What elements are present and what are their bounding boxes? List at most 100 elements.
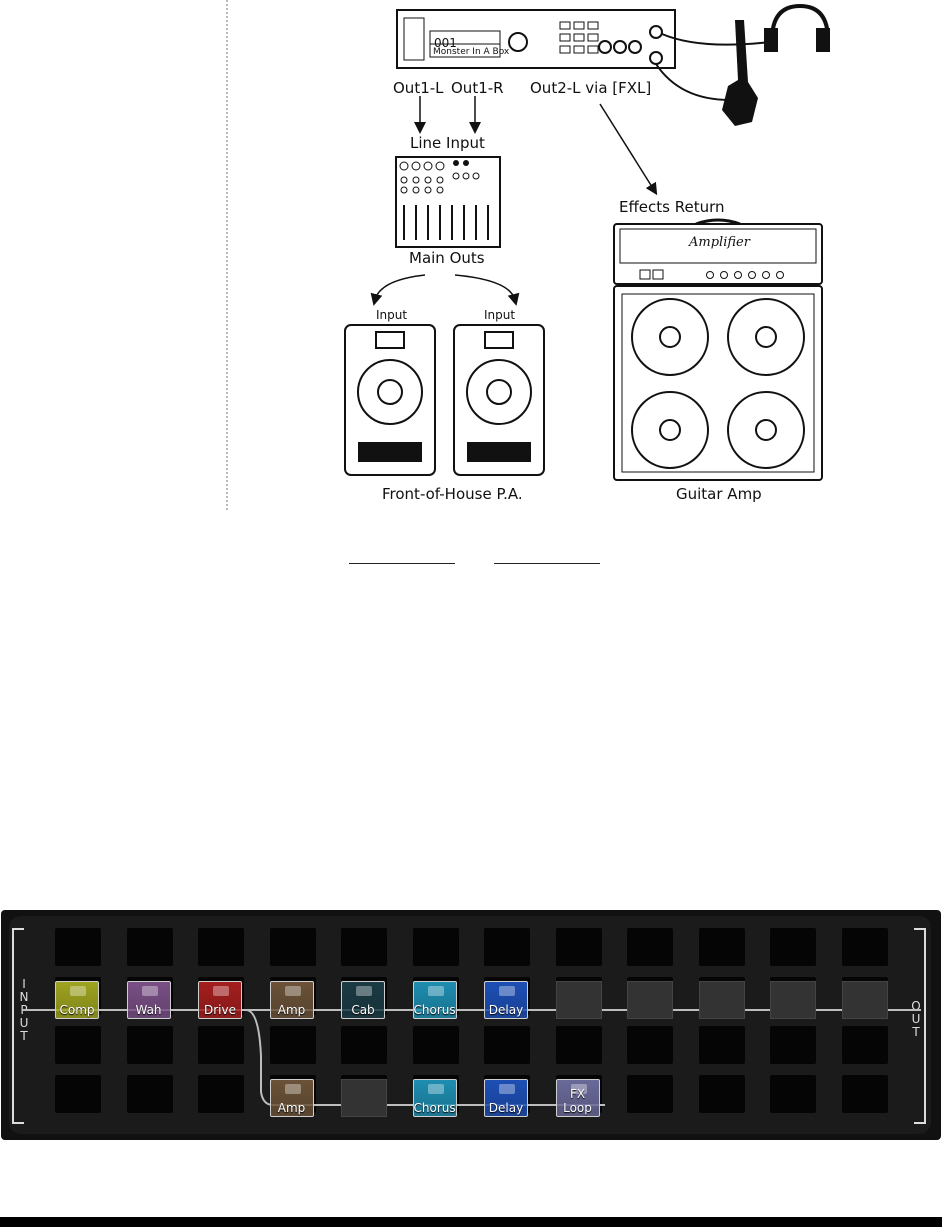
grid-cell[interactable]: [698, 1026, 745, 1064]
grid-cell[interactable]: [627, 928, 673, 966]
block-label: Delay: [488, 1003, 524, 1017]
block-label: FX Loop: [563, 1087, 592, 1115]
shunt-block[interactable]: [555, 981, 602, 1019]
main-outs-label: Main Outs: [409, 249, 485, 267]
amp-brand-logo: Amplifier: [689, 235, 750, 250]
grid-cell[interactable]: [269, 928, 316, 966]
headphones-icon: [764, 3, 830, 52]
grid-cell[interactable]: [484, 1026, 530, 1064]
input-left-label: Input: [376, 308, 408, 322]
preset-number: 001: [434, 36, 457, 50]
block-amp[interactable]: Amp: [269, 981, 314, 1019]
block-comp[interactable]: Comp: [55, 981, 99, 1019]
grid-cell[interactable]: [55, 928, 101, 966]
amp-cabinet: [613, 285, 823, 481]
shunt-block[interactable]: [841, 981, 888, 1019]
block-delay[interactable]: Delay: [484, 981, 528, 1019]
grid-cell[interactable]: [770, 1075, 816, 1113]
grid-cell[interactable]: [412, 1026, 459, 1064]
block-drive[interactable]: Drive: [198, 981, 242, 1019]
grid-cell[interactable]: [841, 928, 888, 966]
grid-cell[interactable]: [126, 1026, 173, 1064]
grid-cell[interactable]: [55, 1026, 101, 1064]
comp-icon: [70, 986, 86, 996]
grid-cell[interactable]: [698, 1075, 745, 1113]
preset-name: Monster In A Box: [433, 47, 510, 57]
grid-cell[interactable]: [198, 928, 244, 966]
block-label: Wah: [135, 1003, 162, 1017]
grid-cell[interactable]: [126, 1075, 173, 1113]
block-amp[interactable]: Amp: [269, 1079, 314, 1117]
echo-icon: [499, 986, 515, 996]
shunt-block[interactable]: [698, 981, 745, 1019]
axe-fx-unit: [396, 9, 676, 69]
grid-cell[interactable]: [198, 1026, 244, 1064]
signal-grid-panel: INPUT OUT CompWahDriveAmpCabChorusDelayA…: [1, 910, 941, 1140]
guitar-icon: [722, 20, 758, 126]
block-label: Chorus: [413, 1101, 456, 1115]
block-chorus[interactable]: Chorus: [412, 1079, 457, 1117]
block-label: Drive: [204, 1003, 236, 1017]
page-bottom-rule: [0, 1217, 942, 1227]
wah-pedal-icon: [141, 986, 158, 996]
out2-l-label: Out2-L via [FXL]: [530, 79, 652, 97]
block-label: Amp: [277, 1101, 306, 1115]
amp-head-icon: [284, 1084, 301, 1094]
output-bracket: [914, 928, 926, 1124]
drive-knobs-icon: [213, 986, 229, 996]
speaker-icon: [356, 986, 372, 996]
pa-speaker-right: [453, 324, 545, 476]
block-label: Delay: [488, 1101, 524, 1115]
mixer: [395, 156, 501, 248]
grid-cell[interactable]: [55, 1075, 101, 1113]
block-cab[interactable]: Cab: [341, 981, 385, 1019]
grid-cell[interactable]: [555, 928, 602, 966]
grid-cell[interactable]: [627, 1075, 673, 1113]
grid-cell[interactable]: [269, 1026, 316, 1064]
block-chorus[interactable]: Chorus: [412, 981, 457, 1019]
underline-right: [494, 563, 600, 564]
fx-loop-icon: [570, 1084, 587, 1094]
input-bracket: [12, 928, 24, 1124]
echo-icon: [499, 1084, 515, 1094]
amp-head-icon: [284, 986, 301, 996]
grid-inner: INPUT OUT CompWahDriveAmpCabChorusDelayA…: [9, 916, 931, 1134]
amp-head: [613, 218, 823, 285]
shunt-block[interactable]: [627, 981, 673, 1019]
input-right-label: Input: [484, 308, 516, 322]
grid-cell[interactable]: [770, 1026, 816, 1064]
line-input-label: Line Input: [410, 134, 485, 152]
wave-icon: [427, 1084, 444, 1094]
shunt-block[interactable]: [341, 1079, 387, 1117]
grid-cell[interactable]: [698, 928, 745, 966]
grid-cell[interactable]: [126, 928, 173, 966]
grid-cell[interactable]: [841, 1075, 888, 1113]
block-wah[interactable]: Wah: [126, 981, 171, 1019]
block-delay[interactable]: Delay: [484, 1079, 528, 1117]
signal-flow-diagram: [344, 3, 830, 481]
guitar-amp-label: Guitar Amp: [676, 485, 762, 503]
grid-cell[interactable]: [627, 1026, 673, 1064]
foh-label: Front-of-House P.A.: [382, 485, 523, 503]
block-label: Chorus: [413, 1003, 456, 1017]
shunt-block[interactable]: [770, 981, 816, 1019]
grid-cell[interactable]: [341, 928, 387, 966]
grid-cell[interactable]: [841, 1026, 888, 1064]
grid-cell[interactable]: [484, 928, 530, 966]
grid-cell[interactable]: [198, 1075, 244, 1113]
effects-return-label: Effects Return: [619, 198, 725, 216]
out1-l-label: Out1-L: [393, 79, 444, 97]
wave-icon: [427, 986, 444, 996]
block-fx-loop[interactable]: FX Loop: [555, 1079, 600, 1117]
block-label: Amp: [277, 1003, 306, 1017]
block-label: Comp: [59, 1003, 95, 1017]
grid-cell[interactable]: [770, 928, 816, 966]
underline-left: [349, 563, 455, 564]
grid-cell[interactable]: [341, 1026, 387, 1064]
block-label: Cab: [351, 1003, 375, 1017]
signal-wires: [23, 1009, 921, 1106]
grid-cell[interactable]: [412, 928, 459, 966]
pa-speaker-left: [344, 324, 436, 476]
grid-cell[interactable]: [555, 1026, 602, 1064]
